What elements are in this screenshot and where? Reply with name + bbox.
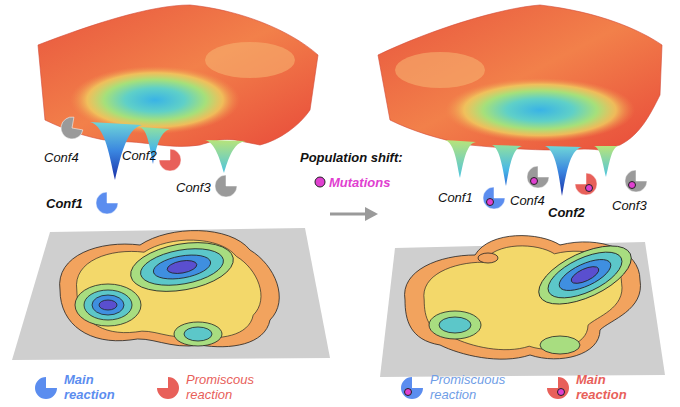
mutation-dot	[558, 389, 565, 396]
legend-text: Promiscuous reaction	[430, 372, 522, 402]
right-contour-map	[380, 234, 665, 377]
contour-plane	[12, 228, 330, 360]
contour-line	[138, 243, 227, 291]
conformation-icon	[59, 115, 84, 140]
shift-arrowhead	[365, 207, 378, 221]
conformation-label: Conf1	[46, 196, 83, 211]
energy-well	[492, 145, 522, 186]
surface-valley	[445, 78, 635, 142]
contour-line	[439, 317, 471, 333]
contour-line	[540, 336, 580, 354]
contour-line	[75, 284, 141, 326]
conformation-label: Conf2	[122, 148, 157, 163]
mutation-dot	[405, 389, 412, 396]
conformation-label: Conf2	[548, 205, 585, 220]
conformation-icon	[575, 173, 597, 195]
mutation-label: Mutations	[329, 175, 390, 190]
contour-line	[60, 231, 280, 347]
surface-sheet	[378, 5, 662, 150]
right-surface	[378, 5, 662, 196]
conformation-icon	[96, 192, 118, 214]
energy-well	[205, 140, 246, 173]
contour-line	[429, 311, 481, 339]
shift-arrow	[330, 213, 368, 216]
left-surface	[38, 5, 318, 180]
conformation-icon	[527, 166, 549, 188]
conformation-icon	[625, 170, 647, 192]
conformation-label: Conf1	[438, 190, 473, 205]
contour-line	[555, 253, 615, 297]
mutation-dot	[315, 177, 325, 187]
legend-pie	[35, 377, 57, 399]
legend-pie	[401, 377, 423, 399]
conformation-label: Conf4	[510, 193, 545, 208]
legend-text: Main reaction	[576, 372, 640, 402]
conformation-icon	[483, 187, 505, 209]
contour-line	[405, 236, 641, 360]
legend-pie	[157, 377, 179, 399]
contour-line	[92, 295, 124, 315]
legend-pie	[547, 377, 569, 399]
surface-ridge	[395, 52, 485, 88]
contour-line	[84, 290, 132, 320]
energy-well	[594, 146, 618, 177]
contour-line	[99, 300, 117, 310]
conformation-label: Conf4	[44, 150, 79, 165]
legend-text: Main reaction	[64, 372, 128, 402]
conformation-icon	[159, 149, 181, 171]
contour-line	[542, 243, 629, 308]
contour-line	[152, 251, 213, 283]
contour-line	[530, 234, 639, 316]
conformation-label: Conf3	[176, 180, 211, 195]
surface-sheet	[38, 5, 318, 146]
surface-ridge	[205, 42, 295, 78]
contour-line	[478, 253, 498, 263]
conformation-icon	[215, 175, 237, 197]
contour-line	[569, 263, 601, 287]
legend-text: Promiscous reaction	[186, 372, 276, 402]
mutation-dot	[487, 199, 494, 206]
energy-well	[445, 140, 476, 178]
conformation-label: Conf3	[612, 198, 647, 213]
contour-line	[127, 235, 237, 298]
mutation-dot	[629, 182, 636, 189]
contour-line	[174, 322, 222, 346]
contour-line	[424, 246, 622, 350]
contour-line	[166, 258, 198, 275]
left-contour-map	[12, 228, 330, 360]
mutation-dot	[531, 178, 538, 185]
contour-line	[184, 327, 212, 341]
shift-title: Population shift:	[300, 150, 403, 165]
conformation-icons-left	[59, 115, 237, 214]
mutation-dot	[586, 185, 593, 192]
